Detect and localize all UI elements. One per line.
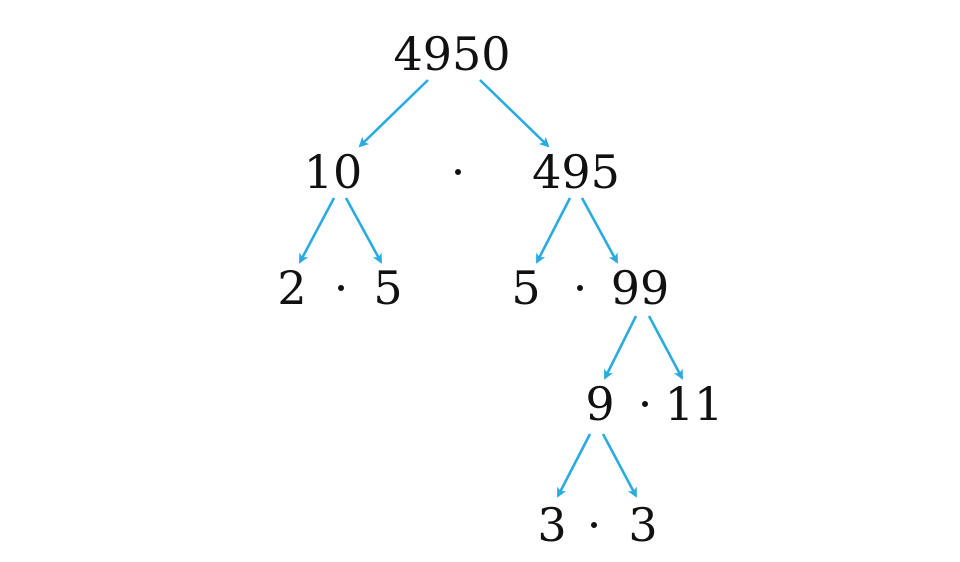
node-3-left: 3 [537,498,566,552]
arrow-10-to-5a [344,197,383,264]
node-5-right: 5 [511,261,540,315]
times-dot-10-495: · [451,145,466,199]
node-9: 9 [585,377,614,431]
arrow-9-to-3b [601,433,638,498]
node-5-left: 5 [373,261,402,315]
arrow-495-to-5b [535,197,572,264]
times-dot-9-11: · [638,377,653,431]
node-3-right: 3 [628,498,657,552]
arrow-495-to-99 [580,197,619,264]
times-dot-2-5: · [334,261,349,315]
node-4950: 4950 [393,27,510,81]
times-dot-3-3: · [587,498,602,552]
arrow-99-to-9 [603,315,638,380]
arrow-4950-to-10 [358,79,429,148]
factor-arrows [298,79,684,498]
node-2: 2 [277,261,306,315]
times-dot-5-99: · [573,261,588,315]
arrow-4950-to-495 [479,79,550,148]
arrow-10-to-2 [298,197,336,264]
node-10: 10 [304,145,363,199]
arrow-99-to-11 [647,315,684,380]
node-495: 495 [532,145,620,199]
node-11: 11 [665,377,724,431]
arrow-9-to-3a [556,433,592,498]
node-99: 99 [611,261,670,315]
